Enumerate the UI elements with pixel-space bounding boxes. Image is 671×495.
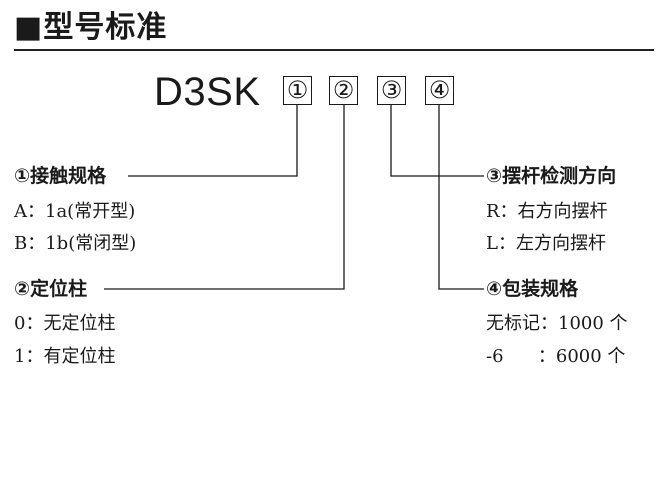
connector-4 — [438, 105, 484, 290]
lever-direction-option-l: L：左方向摆杆 — [486, 233, 606, 254]
connector-2 — [104, 105, 345, 290]
contact-spec-heading: ①接触规格 — [14, 165, 107, 187]
slot-box-2: ② — [329, 76, 358, 105]
contact-spec-option-a: A：1a(常开型) — [14, 201, 136, 222]
locating-pin-heading: ②定位柱 — [14, 278, 88, 300]
lever-direction-heading: ③摆杆检测方向 — [486, 165, 617, 187]
model-prefix: D3SK — [154, 70, 261, 114]
packing-spec-option-default: 无标记：1000 个 — [486, 313, 628, 334]
packing-spec-heading: ④包装规格 — [486, 278, 579, 300]
page-title: ■型号标准 — [14, 10, 168, 45]
locating-pin-option-1: 1：有定位柱 — [14, 346, 116, 367]
slot-box-1: ① — [283, 76, 312, 105]
lever-direction-option-r: R：右方向摆杆 — [486, 201, 608, 222]
connector-1 — [128, 105, 298, 177]
slot-box-4: ④ — [425, 76, 454, 105]
packing-spec-option-6: -6 ：6000 个 — [486, 346, 626, 367]
title-underline — [14, 49, 654, 51]
contact-spec-option-b: B：1b(常闭型) — [14, 233, 137, 254]
locating-pin-option-0: 0：无定位柱 — [14, 313, 116, 334]
connector-3 — [390, 105, 484, 177]
slot-box-3: ③ — [377, 76, 406, 105]
